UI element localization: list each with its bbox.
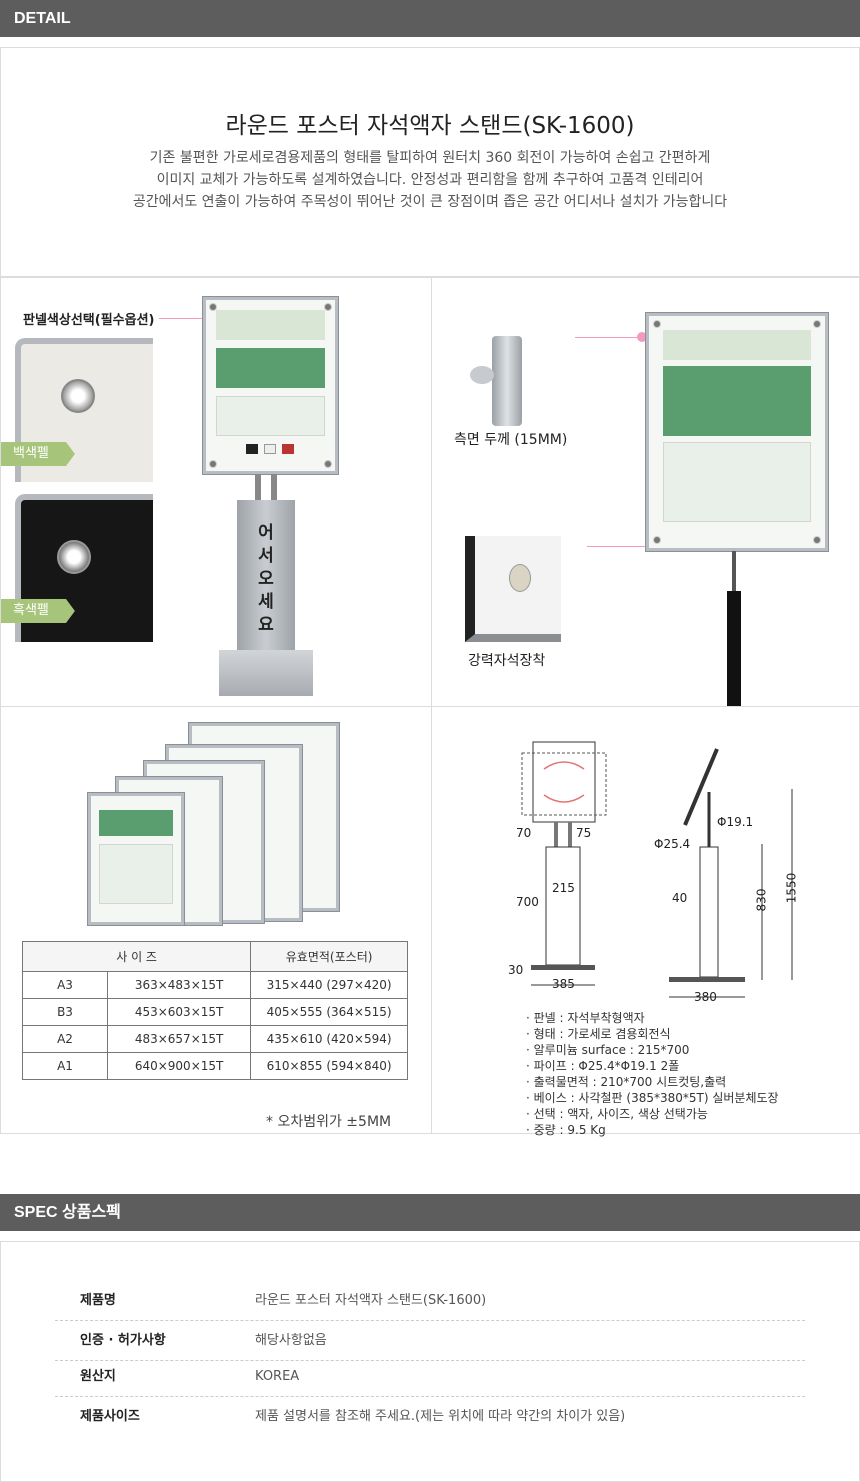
stand-pole <box>732 551 736 591</box>
magnet-button-icon <box>57 540 91 574</box>
dim-191: Φ19.1 <box>717 815 754 829</box>
description-line: 이미지 교체가 가능하도록 설계하였습니다. 안정성과 편리함을 함께 추구하여… <box>156 172 704 188</box>
table-cell: 640×900×15T <box>106 1052 252 1080</box>
black-felt-tag: 흑색펠 <box>1 599 75 623</box>
stand-char: 어 <box>258 523 274 543</box>
table-cell: B3 <box>22 998 108 1026</box>
spec-value: 제품 설명서를 참조해 주세요.(제는 위치에 따라 약간의 차이가 있음) <box>255 1409 626 1424</box>
stand-char: 서 <box>258 546 274 566</box>
pointer-line <box>587 546 653 547</box>
dim-70: 70 <box>516 826 532 840</box>
side-profile <box>492 336 522 426</box>
spec-row: 인증 · 허가사항 해당사항없음 <box>55 1321 805 1361</box>
dim-1550: 1550 <box>784 872 799 904</box>
size-frame-a3 <box>88 793 184 925</box>
spec-key: 제품명 <box>80 1293 116 1308</box>
size-cell: 사 이 즈 유효면적(포스터) A3 363×483×15T 315×440 (… <box>0 706 432 1134</box>
spec-key: 제품사이즈 <box>80 1409 140 1424</box>
table-cell: 315×440 (297×420) <box>250 971 408 999</box>
spec-value: KOREA <box>255 1369 300 1384</box>
table-cell: 610×855 (594×840) <box>250 1052 408 1080</box>
spec-note: · 판넬 : 자석부착형액자 <box>526 1011 645 1025</box>
stand-pole <box>271 474 277 500</box>
poster-frame <box>203 297 338 474</box>
spec-value: 해당사항없음 <box>255 1333 327 1348</box>
spec-row: 원산지 KOREA <box>55 1357 805 1397</box>
panel-option-label: 판넬색상선택(필수옵션) <box>23 313 155 328</box>
product-description: 기존 불편한 가로세로겸용제품의 형태를 탈피하여 원터치 360 회전이 가능… <box>0 147 860 213</box>
spec-note: · 중량 : 9.5 Kg <box>526 1123 606 1137</box>
dim-254: Φ25.4 <box>654 837 691 851</box>
white-felt-tag: 백색펠 <box>1 442 75 466</box>
spec-notes: · 판넬 : 자석부착형액자 · 형태 : 가로세로 겸용회전식 · 알루미늄 … <box>526 1010 779 1138</box>
magnet-label: 강력자석장착 <box>468 653 546 669</box>
spec-key: 원산지 <box>80 1369 116 1384</box>
magnet-corner <box>465 536 561 642</box>
tolerance-note: * 오차범위가 ±5MM <box>266 1114 392 1130</box>
pointer-dot <box>637 332 647 342</box>
spec-note: · 선택 : 액자, 사이즈, 색상 선택가능 <box>526 1107 708 1121</box>
table-cell: 483×657×15T <box>106 1025 252 1053</box>
table-cell: A1 <box>22 1052 108 1080</box>
poster-frame-large <box>646 313 828 551</box>
panel-color-cell: 판넬색상선택(필수옵션) 백색펠 흑색펠 어 서 오 세 요 <box>0 277 432 707</box>
stand-base <box>219 650 313 696</box>
side-screw <box>470 366 494 384</box>
magnet-button-icon <box>61 379 95 413</box>
spec-note: · 출력물면적 : 210*700 시트컷팅,출력 <box>526 1075 727 1089</box>
stand-pipe <box>727 591 741 706</box>
description-line: 기존 불편한 가로세로겸용제품의 형태를 탈피하여 원터치 360 회전이 가능… <box>149 150 711 166</box>
dimension-drawing <box>521 741 793 998</box>
side-thickness-label: 측면 두께 (15MM) <box>454 432 568 448</box>
stand-column: 어 서 오 세 요 <box>237 500 295 650</box>
stand-char: 세 <box>258 592 274 612</box>
detail-header: DETAIL <box>0 0 860 37</box>
table-cell: 453×603×15T <box>106 998 252 1026</box>
stand-char: 요 <box>258 615 274 635</box>
black-felt-swatch <box>15 494 153 642</box>
size-table-header: 사 이 즈 <box>21 941 252 972</box>
pointer-line <box>575 337 641 338</box>
table-cell: 435×610 (420×594) <box>250 1025 408 1053</box>
description-line: 공간에서도 연출이 가능하여 주목성이 뛰어난 것이 큰 장점이며 좁은 공간 … <box>132 194 728 210</box>
stand-char: 오 <box>258 569 274 589</box>
spec-row: 제품명 라운드 포스터 자석액자 스탠드(SK-1600) <box>55 1281 805 1321</box>
table-row: A3 363×483×15T 315×440 (297×420) <box>22 971 408 999</box>
size-table: 사 이 즈 유효면적(포스터) A3 363×483×15T 315×440 (… <box>21 941 408 1080</box>
pointer-line <box>159 318 207 319</box>
table-cell: 405×555 (364×515) <box>250 998 408 1026</box>
table-row: A2 483×657×15T 435×610 (420×594) <box>22 1025 408 1053</box>
table-cell: 363×483×15T <box>106 971 252 999</box>
dim-385: 385 <box>552 977 575 991</box>
table-row: B3 453×603×15T 405×555 (364×515) <box>22 998 408 1026</box>
dim-40: 40 <box>672 891 688 905</box>
spec-note: · 알루미늄 surface : 215*700 <box>526 1043 690 1057</box>
table-cell: A3 <box>22 971 108 999</box>
table-cell: A2 <box>22 1025 108 1053</box>
size-table-header: 유효면적(포스터) <box>250 941 408 972</box>
spec-note: · 베이스 : 사각철판 (385*380*5T) 실버분체도장 <box>526 1091 779 1105</box>
stand-pole <box>255 474 261 500</box>
spec-header: SPEC 상품스펙 <box>0 1194 860 1231</box>
spec-note: · 파이프 : Φ25.4*Φ19.1 2폴 <box>526 1059 680 1073</box>
dim-700: 700 <box>516 895 539 909</box>
dim-30: 30 <box>508 963 524 977</box>
dim-830: 830 <box>754 888 769 912</box>
stand-text: 어 서 오 세 요 <box>237 522 295 637</box>
spec-value: 라운드 포스터 자석액자 스탠드(SK-1600) <box>255 1293 487 1308</box>
product-title: 라운드 포스터 자석액자 스탠드(SK-1600) <box>225 113 635 139</box>
spec-note: · 형태 : 가로세로 겸용회전식 <box>526 1027 671 1041</box>
side-detail-cell: 측면 두께 (15MM) 강력자석장착 <box>431 277 860 707</box>
dim-380: 380 <box>694 990 717 1004</box>
magnet-icon <box>509 564 531 592</box>
dim-75: 75 <box>576 826 592 840</box>
spec-key: 인증 · 허가사항 <box>80 1333 166 1348</box>
table-row: A1 640×900×15T 610×855 (594×840) <box>22 1052 408 1080</box>
dim-215: 215 <box>552 881 575 895</box>
spec-row: 제품사이즈 제품 설명서를 참조해 주세요.(제는 위치에 따라 약간의 차이가… <box>55 1397 805 1437</box>
dimension-cell: 70 75 215 700 30 385 Φ19.1 Φ25.4 40 830 … <box>431 706 860 1134</box>
